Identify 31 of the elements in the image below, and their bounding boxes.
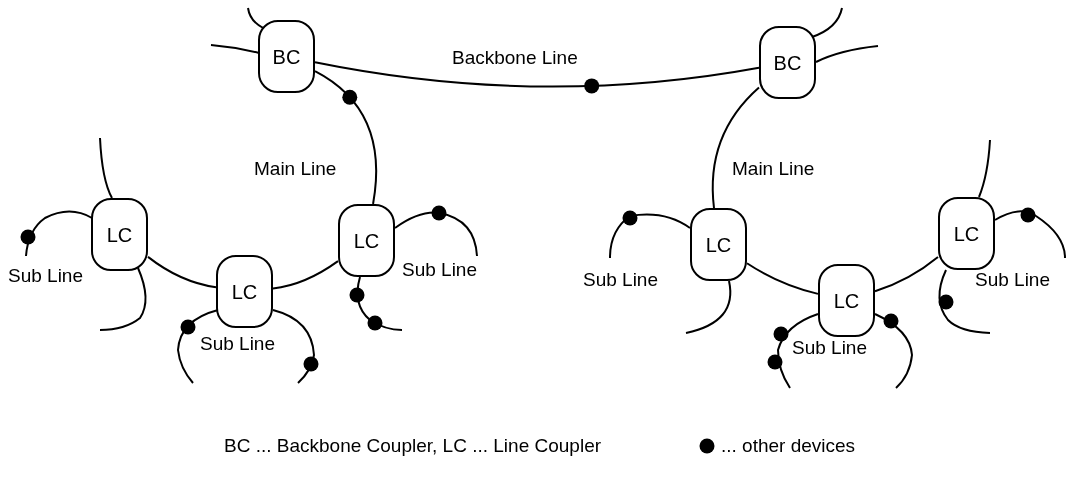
line-connector [711,86,760,209]
coupler-label: LC [353,230,380,251]
coupler-box [690,208,747,281]
line-connector [314,70,378,205]
coupler-box [91,198,148,271]
legend-note: BC ... Backbone Coupler, LC ... Line Coupler [224,434,602,458]
coupler-label: LC [106,224,133,245]
line-connector [147,255,217,289]
coupler-box [938,197,995,270]
coupler-label: LC [705,234,732,255]
coupler-box [759,26,816,99]
legend-text: ... other devices [721,434,856,458]
coupler-label: LC [953,223,980,244]
sub-line-label: Sub Line [8,264,83,288]
line-connector [314,61,760,88]
coupler-label: LC [231,281,258,302]
sub-line-label: Sub Line [200,332,275,356]
sub-line-label: Sub Line [792,336,867,360]
sub-line-label: Sub Line [583,268,658,292]
coupler-box [216,255,273,328]
sub-line-label: Sub Line [402,258,477,282]
coupler-label: LC [833,290,860,311]
coupler-label: BC [272,46,301,67]
coupler-label: BC [773,52,802,73]
coupler-box [338,204,395,277]
line-connector [272,260,339,290]
sub-line-label: Sub Line [975,268,1050,292]
coupler-box [818,264,875,337]
line-connector [746,262,819,295]
line-connector [874,255,939,293]
coupler-box [258,20,315,93]
